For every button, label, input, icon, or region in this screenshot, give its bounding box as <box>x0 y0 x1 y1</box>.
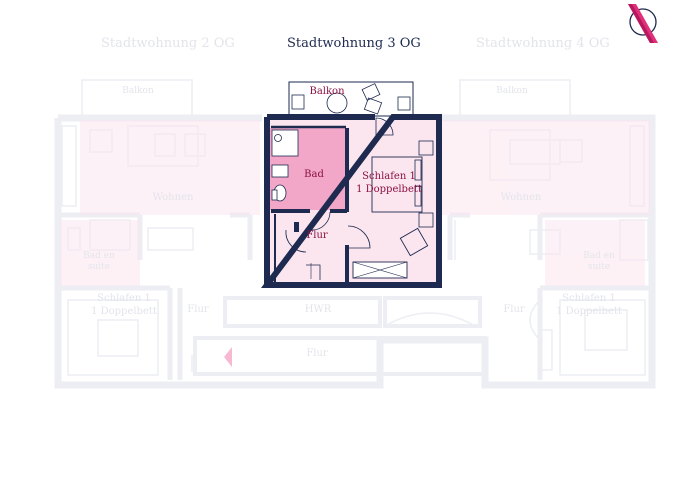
faded-label-balkon-right: Balkon <box>496 86 528 96</box>
faded-label-flur-bottom: Flur <box>306 348 328 359</box>
heading-2og: Stadtwohnung 2 OG <box>101 36 235 51</box>
double-bed <box>371 156 423 213</box>
faded-label-bad-left-1: Bad en <box>83 251 115 261</box>
label-schlafen-2: 1 Doppelbett <box>356 184 422 195</box>
faded-label-wohnen-left: Wohnen <box>153 192 194 203</box>
faded-balkon-right <box>459 79 571 119</box>
heading-4og: Stadtwohnung 4 OG <box>476 36 610 51</box>
faded-label-bad-right-2: suite <box>588 262 610 272</box>
entry-marker <box>294 222 299 232</box>
faded-entry-arrow <box>224 347 232 367</box>
faded-label-balkon-left: Balkon <box>122 86 154 96</box>
faded-label-flur-right: Flur <box>503 304 525 315</box>
faded-label-bad-right-1: Bad en <box>583 251 615 261</box>
faded-washes <box>60 120 650 286</box>
faded-label-schlafen-left-2: 1 Doppelbett <box>91 306 157 317</box>
apartment-3og: Balkon Bad Schlafen 1 1 Doppelbett Flur <box>261 81 442 288</box>
armchair <box>399 227 429 257</box>
faded-balkon-left <box>81 79 193 119</box>
balkon-outline <box>288 81 414 117</box>
faded-label-flur-left: Flur <box>187 304 209 315</box>
label-schlafen-1: Schlafen 1 <box>362 171 416 182</box>
door-balkon <box>375 117 394 136</box>
faded-label-bad-left-2: suite <box>88 262 110 272</box>
washbasin <box>271 164 289 178</box>
label-flur: Flur <box>306 230 328 241</box>
door-schlafen <box>347 225 371 249</box>
faded-label-schlafen-right-1: Schlafen 1 <box>562 293 616 304</box>
north-arrow-icon <box>628 4 658 43</box>
faded-label-wohnen-right: Wohnen <box>501 192 542 203</box>
shower <box>271 129 299 157</box>
faded-label-hwr: HWR <box>305 304 332 315</box>
heading-3og: Stadtwohnung 3 OG <box>287 36 421 51</box>
label-balkon: Balkon <box>309 86 345 97</box>
faded-label-schlafen-right-2: 1 Doppelbett <box>556 306 622 317</box>
door-bad <box>311 211 331 231</box>
label-bad: Bad <box>304 169 324 180</box>
apartment-outer-wall <box>261 114 442 288</box>
faded-label-schlafen-left-1: Schlafen 1 <box>97 293 151 304</box>
